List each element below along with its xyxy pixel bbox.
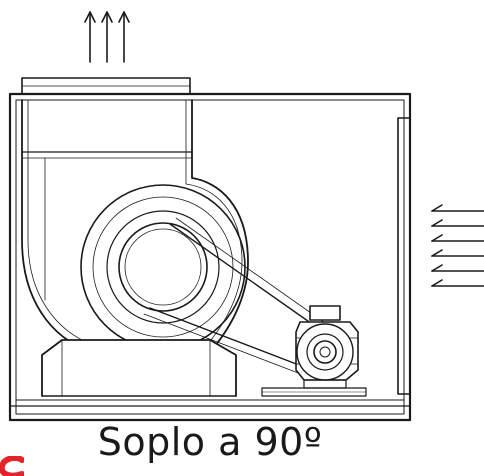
blower-base <box>41 339 237 397</box>
arrow-up-icon <box>84 11 96 63</box>
arrow-left-icon <box>431 219 484 227</box>
motor-base <box>261 387 367 397</box>
arrow-up-icon <box>118 11 130 63</box>
arrow-left-icon <box>431 279 484 287</box>
inlet-arrows <box>431 204 484 287</box>
brand-logo-icon <box>0 456 24 476</box>
motor <box>295 305 359 389</box>
fan-pulley <box>80 184 246 350</box>
arrow-up-icon <box>101 11 113 63</box>
blower-housing <box>21 99 249 353</box>
diagram-caption: Soplo a 90º <box>97 420 323 464</box>
arrow-left-icon <box>431 234 484 242</box>
arrow-left-icon <box>431 264 484 272</box>
arrow-left-icon <box>431 249 484 257</box>
outlet-arrows <box>84 11 130 63</box>
drive-belt <box>143 217 339 377</box>
arrow-left-icon <box>431 204 484 212</box>
